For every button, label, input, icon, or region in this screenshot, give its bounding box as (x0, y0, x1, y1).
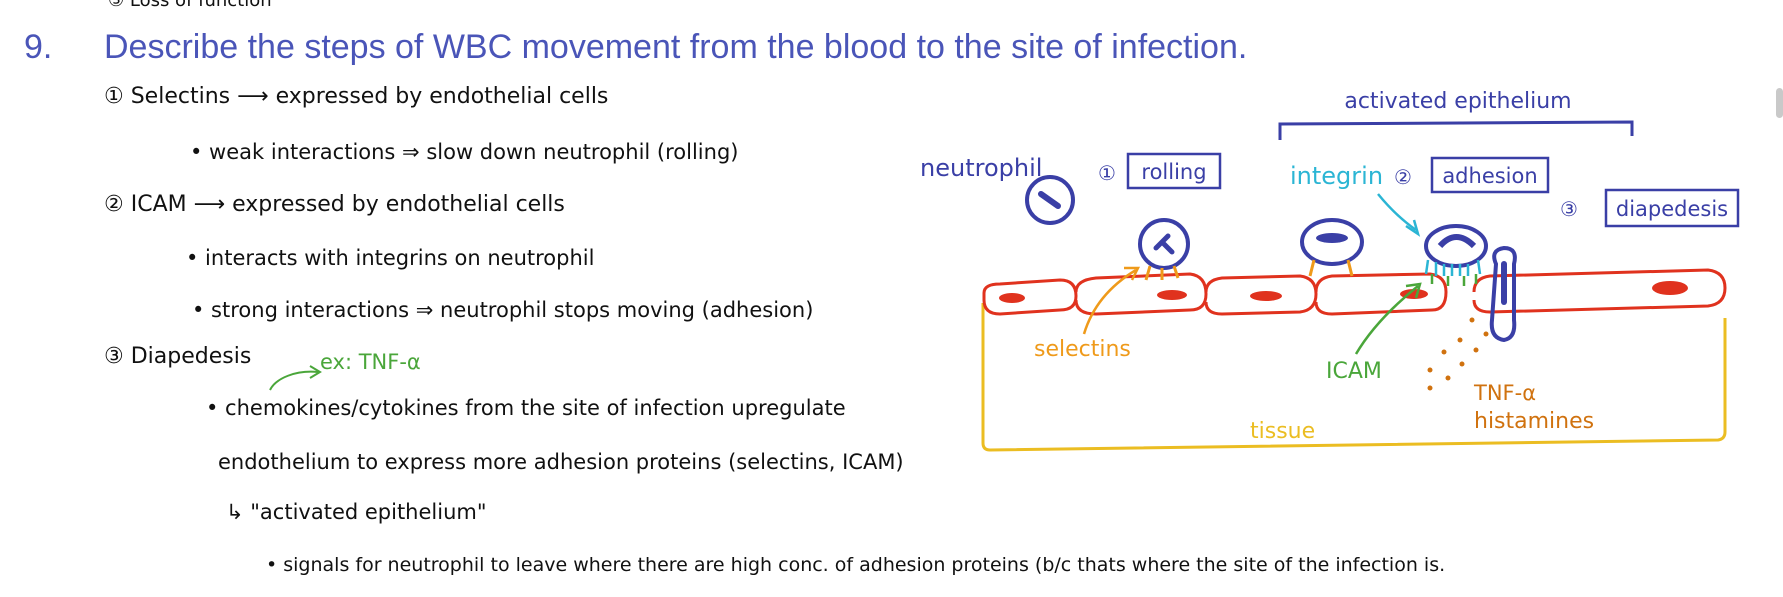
endothelial-cell-2 (1074, 272, 1208, 316)
neutrophil-cell-5-diapedesis (1489, 245, 1517, 343)
note-step2-detail-1: • interacts with integrins on neutrophil (186, 246, 595, 270)
integrin-arrowhead-icon (1405, 219, 1421, 237)
icam-arrowhead-icon (1405, 282, 1422, 299)
tissue-outline (981, 303, 1727, 452)
neutrophil-cell-1 (1025, 175, 1075, 225)
endothelial-cell-3 (1204, 274, 1318, 316)
icam-label: ICAM (1326, 359, 1382, 384)
question-number: 9. (24, 28, 53, 66)
histamines-label: histamines (1474, 409, 1594, 434)
neutrophil-cell-2 (1138, 218, 1190, 270)
note-step3-arrow-note: ↳ "activated epithelium" (226, 500, 487, 524)
activated-epithelium-bracket (1278, 120, 1634, 140)
adhesion-label: adhesion (1442, 164, 1537, 188)
endothelial-cell-1 (982, 278, 1078, 316)
diapedesis-box (1604, 188, 1740, 228)
neutrophil-nucleus-4 (1437, 234, 1477, 249)
previous-line: ③ Loss of function (108, 0, 272, 11)
integrin-bonds (1424, 259, 1482, 276)
wbc-migration-diagram: activated epithelium neutrophil ① rollin… (920, 89, 1740, 452)
selectin-bonds-rolling (1144, 265, 1180, 281)
step2-number: ② (1394, 165, 1412, 189)
selectins-label: selectins (1034, 337, 1131, 362)
adhesion-box (1430, 156, 1550, 194)
rolling-box (1126, 152, 1222, 190)
endothelial-layer (982, 268, 1727, 316)
note-step3-example: ex: TNF-α (320, 350, 421, 374)
rolling-label: rolling (1141, 160, 1206, 184)
note-step2: ② ICAM ⟶ expressed by endothelial cells (104, 192, 565, 217)
note-step1: ① Selectins ⟶ expressed by endothelial c… (104, 84, 609, 109)
green-arrow-icon (269, 365, 322, 391)
question-text: Describe the steps of WBC movement from … (104, 28, 1248, 66)
selectins-arrowhead-icon (1124, 266, 1141, 281)
integrin-arrow (1377, 193, 1417, 232)
selectin-bonds-neutrophil-3 (1308, 259, 1354, 277)
neutrophil-nucleus-3 (1316, 233, 1348, 243)
neutrophil-nucleus-1 (1038, 191, 1061, 209)
integrin-label: integrin (1290, 162, 1383, 190)
note-step1-detail: • weak interactions ⇒ slow down neutroph… (190, 140, 739, 164)
icam-bonds (1430, 274, 1478, 286)
neutrophil-cell-4 (1424, 224, 1488, 268)
diapedesis-label: diapedesis (1616, 197, 1728, 221)
note-step3: ③ Diapedesis (104, 344, 252, 369)
neutrophil-cell-3 (1300, 218, 1364, 266)
endothelial-cell-5 (1472, 268, 1727, 314)
step1-number: ① (1098, 161, 1116, 185)
neutrophil-nucleus-2 (1153, 233, 1175, 255)
scrollbar-thumb[interactable] (1776, 88, 1783, 118)
activated-epithelium-label: activated epithelium (1344, 89, 1571, 114)
tissue-label: tissue (1250, 419, 1315, 444)
note-step3-detail-1: • chemokines/cytokines from the site of … (206, 396, 846, 420)
step3-number: ③ (1560, 197, 1578, 221)
note-step3-detail-3: • signals for neutrophil to leave where … (266, 554, 1446, 576)
endothelial-nuclei (999, 281, 1688, 303)
note-step2-detail-2: • strong interactions ⇒ neutrophil stops… (192, 298, 814, 322)
tnf-signal-dots (1427, 317, 1489, 391)
selectins-arrow (1082, 268, 1137, 335)
endothelial-cell-4 (1314, 272, 1448, 316)
note-step3-detail-2: endothelium to express more adhesion pro… (218, 450, 904, 474)
tnf-label: TNF-α (1473, 381, 1536, 405)
icam-arrow (1354, 285, 1419, 355)
neutrophil-label: neutrophil (920, 154, 1042, 182)
